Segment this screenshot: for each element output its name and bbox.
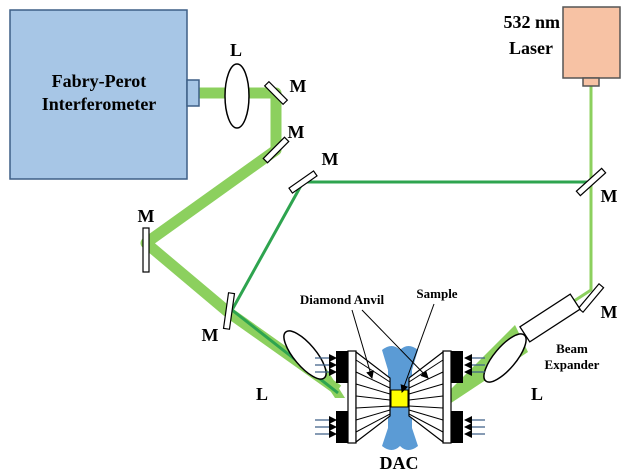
lens-top-label: L: [230, 40, 242, 60]
anvil-right: [408, 350, 444, 444]
beam-splitter: [575, 167, 607, 197]
load-arrows-right: [464, 354, 485, 438]
diamond-anvil-cell: [315, 346, 485, 450]
lens-left: [283, 330, 327, 380]
mirror-1: [263, 80, 289, 106]
mirror-3: [288, 170, 318, 194]
clamp-block-right-top: [451, 351, 463, 383]
mirror-6-label: M: [601, 302, 618, 322]
dac-label: DAC: [380, 453, 419, 473]
laser-label-line1: 532 nm: [503, 12, 560, 32]
load-arrows-left: [315, 354, 337, 438]
beam-expander-label-line2: Expander: [545, 357, 600, 372]
mirror-5-label: M: [202, 325, 219, 345]
mirror-2: [262, 136, 290, 164]
clamp-block-right-bottom: [451, 411, 463, 443]
laser-box: [562, 6, 621, 79]
lens-right-label: L: [531, 384, 543, 404]
beam-expander: [519, 293, 581, 343]
seat-right: [442, 350, 452, 444]
anvil-left: [355, 350, 391, 444]
interferometer-port: [186, 79, 200, 107]
lens-left-label: L: [256, 384, 268, 404]
clamp-block-left-top: [336, 351, 348, 383]
interferometer-label-line2: Interferometer: [42, 94, 157, 114]
anvil-left-facets: [355, 359, 391, 433]
diamond-anvil-pointer-right: [361, 309, 429, 379]
mirror-2-label: M: [288, 122, 305, 142]
mirror-1-label: M: [290, 76, 307, 96]
beam-expander-label-line1: Beam: [556, 341, 588, 356]
mirror-6: [577, 282, 605, 314]
diamond-anvil-label: Diamond Anvil: [300, 292, 385, 307]
beam-splitter-label: M: [601, 186, 618, 206]
mirror-5: [222, 292, 236, 330]
sample: [390, 389, 409, 408]
sample-label: Sample: [416, 286, 457, 301]
lens-top: [224, 63, 250, 129]
mirror-3-label: M: [322, 149, 339, 169]
fabry-perot-interferometer-box: [9, 9, 188, 180]
mirror-4-label: M: [138, 206, 155, 226]
interferometer-label-line1: Fabry-Perot: [52, 71, 147, 91]
seat-left: [347, 350, 357, 444]
mirror-4: [142, 227, 150, 273]
laser-aperture: [582, 77, 600, 87]
sample-pointer: [400, 303, 435, 393]
lens-right: [483, 333, 527, 383]
laser-label-line2: Laser: [509, 38, 553, 58]
reference-beam-path: [230, 180, 591, 395]
clamp-block-left-bottom: [336, 411, 348, 443]
collected-light-beam: [140, 87, 342, 395]
diamond-anvil-pointer-left: [351, 309, 374, 379]
